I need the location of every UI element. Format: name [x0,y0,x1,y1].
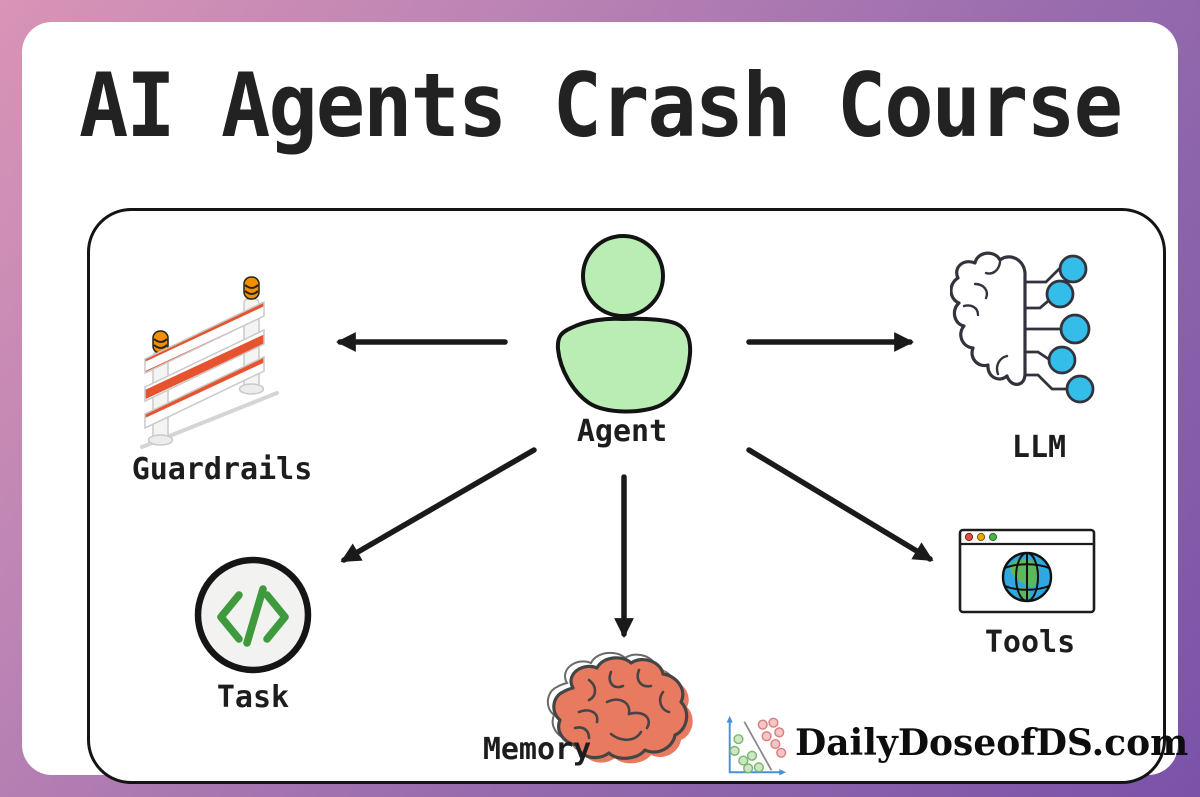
task-label: Task [216,680,290,715]
guardrails-label: Guardrails [131,452,313,487]
brain-icon [546,651,693,764]
llm-label: LLM [1011,430,1067,465]
main-card: AI Agents Crash Course Agent [22,22,1188,784]
code-circle-icon [194,556,312,674]
construction-barrier-icon [140,276,279,449]
connector-arrows [336,332,934,638]
scatter-plot-logo-icon [726,715,787,776]
page-title: AI Agents Crash Course [78,54,1123,158]
agent-label: Agent [576,414,668,449]
tools-label: Tools [984,625,1076,660]
browser-globe-icon [958,528,1096,614]
brain-circuit-icon [950,251,1095,404]
brand-name: DailyDoseofDS.com [795,722,1189,764]
person-icon [555,234,693,414]
memory-label: Memory [482,732,592,767]
